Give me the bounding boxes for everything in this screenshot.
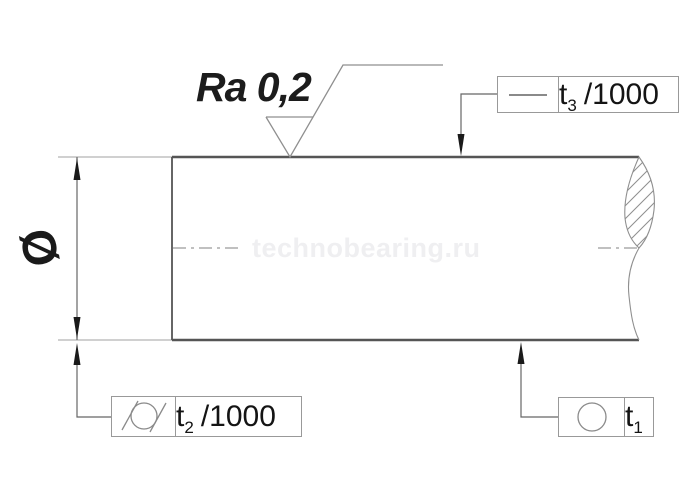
roundness-icon — [559, 398, 625, 436]
leader-t2-arrow — [73, 343, 81, 365]
tolerance-frame-t1-value: t1 — [625, 398, 650, 437]
roughness-symbol — [265, 64, 443, 159]
cylindricity-icon — [112, 397, 176, 436]
watermark-text: technobearing.ru — [252, 233, 481, 263]
leader-t3 — [457, 93, 497, 156]
t2-value: /1000 — [200, 399, 276, 433]
tolerance-frame-t2-value: t2/1000 — [176, 397, 276, 436]
dimension-arrow-down — [73, 317, 81, 339]
leader-t1 — [517, 342, 558, 418]
shaft-outline — [171, 155, 639, 342]
tolerance-frame-t3-value: t3/1000 — [559, 77, 659, 115]
dimension-arrow-up — [73, 158, 81, 180]
t1-base: t — [625, 400, 634, 433]
surface-roughness-label: Ra 0,2 — [196, 64, 312, 110]
t3-base: t — [559, 77, 568, 111]
break-wavy-line — [627, 247, 640, 341]
t1-sub: 1 — [633, 418, 643, 437]
t2-base: t — [176, 399, 185, 433]
tolerance-frame-t1: t1 — [558, 397, 654, 437]
leader-t1-arrow — [517, 342, 525, 364]
break-lens — [624, 155, 655, 249]
leader-t2 — [73, 343, 111, 418]
t2-sub: 2 — [184, 417, 194, 437]
diameter-dimension — [73, 157, 81, 340]
tolerance-frame-t2: t2/1000 — [111, 396, 302, 437]
shaft-break-section — [624, 155, 655, 341]
straightness-icon — [498, 77, 559, 112]
diameter-symbol: Ø — [9, 224, 68, 271]
t3-value: /1000 — [583, 77, 659, 111]
dimension-extension-lines — [58, 156, 177, 341]
leader-t3-arrow — [457, 134, 465, 156]
tolerance-frame-t3: t3/1000 — [497, 76, 679, 115]
t3-sub: 3 — [567, 95, 577, 115]
